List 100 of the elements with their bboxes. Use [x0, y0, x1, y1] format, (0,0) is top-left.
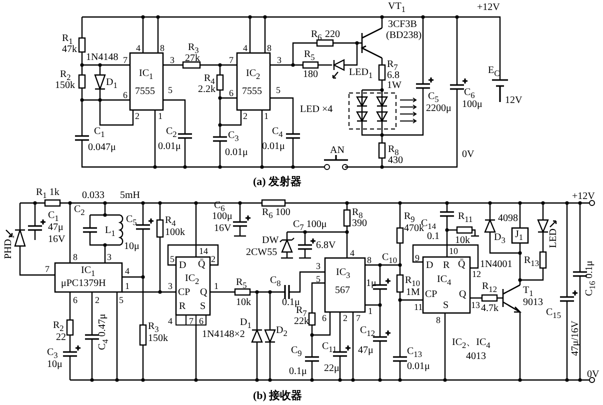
value-label: 1N4001 [480, 260, 512, 270]
component-label: R$_{4}$ [165, 216, 176, 228]
value-label: 47k [62, 45, 77, 55]
ic-label: IC$_{1}$ [81, 266, 96, 278]
pin-number: 1 [158, 112, 162, 121]
component-label: C$_{5}$ [428, 92, 439, 104]
value-label: 0.1 [427, 232, 440, 242]
component-label: C$_{2}$ [74, 205, 85, 218]
component-label: C$_{7}$ 100μ [293, 220, 327, 232]
pin-number: 6 [229, 89, 234, 98]
pin-number: 5 [168, 86, 172, 95]
component-label: L$_{1}$ [105, 226, 116, 238]
pin-number: 8 [436, 316, 440, 325]
value-label: 0.1μ [282, 298, 300, 308]
value-label: 22k [294, 317, 309, 327]
value-label: 100μ [212, 212, 232, 222]
pin-number: 7 [45, 265, 50, 274]
pin-function: S [443, 301, 449, 311]
pin-function: Q [459, 290, 466, 300]
pin-number: 1 [214, 282, 218, 291]
component-label: R$_{5}$ [236, 278, 247, 290]
pin-number: 13 [471, 301, 480, 310]
component-label: R$_{3}$ [188, 43, 199, 55]
component-label: R$_{13}$ [524, 256, 539, 268]
value-label: 0.01μ [225, 148, 248, 158]
pin-number: 2 [343, 314, 348, 323]
value-label: 9013 [523, 298, 543, 308]
value-label: 150k [55, 81, 75, 91]
pin-function: Q [200, 288, 208, 298]
component-label: C$_{6}$ [464, 88, 475, 100]
pin-number: 8 [267, 44, 272, 53]
pin-number: 2 [135, 112, 140, 121]
pin-function: R [179, 302, 186, 312]
value-label: 2200μ [426, 104, 452, 114]
component-label: E$_{C}$ [488, 66, 500, 78]
value-label: 100k [165, 228, 185, 238]
pin-function: D [179, 261, 186, 271]
value-label: 0.01μ [158, 142, 181, 152]
ic-label: μPC1379H [61, 279, 106, 289]
value-label: 10μ [47, 360, 62, 370]
pin-function: CP [178, 288, 190, 298]
component-label: C$_{12}$ [360, 326, 375, 338]
value-label: 100μ [462, 100, 482, 110]
pin-number: 6 [199, 317, 204, 326]
component-label: VT$_{1}$ [388, 2, 406, 14]
value-label: 0.01μ [407, 362, 430, 372]
value-label: 0.033 [82, 191, 104, 201]
component-label: R$_{1}$ [62, 34, 73, 46]
pin-number: 4 [350, 249, 354, 258]
pin-function: S [200, 302, 206, 312]
pin-number: 1 [368, 307, 372, 316]
pin-number: 6 [73, 296, 78, 305]
component-label: C$_{2}$ [166, 127, 177, 140]
component-label: C$_{5}$ [126, 215, 137, 228]
value-label: 2CW55 [246, 248, 278, 258]
pin-number: 3 [170, 56, 174, 65]
value-label: 0.047μ [88, 143, 116, 153]
component-label: R$_{2}$ [60, 70, 71, 82]
value-label: 390 [352, 219, 367, 229]
pin-number: 9 [415, 254, 420, 263]
pin-number: 10 [449, 247, 458, 256]
component-label: R$_{6}$ 100 [262, 208, 290, 220]
value-label: 5mH [120, 191, 140, 201]
value-label: 47μ [358, 346, 374, 356]
component-label: R$_{4}$ [204, 74, 215, 86]
value-label: 22μ [324, 364, 340, 374]
component-label: R$_{8}$ [352, 208, 363, 220]
value-label: 10μ [124, 242, 140, 252]
value-label: 430 [388, 156, 403, 166]
pin-number: 7 [123, 56, 128, 65]
component-label: C$_{4}$ [272, 127, 283, 140]
pin-number: 11 [414, 303, 423, 312]
component-label: C$_{13}$ [407, 347, 422, 360]
ic-label: IC$_{1}$ [139, 69, 154, 82]
pin-number: 7 [189, 317, 194, 326]
component-label: R$_{7}$ [296, 306, 307, 318]
component-label: C$_{8}$ [270, 276, 281, 288]
pin-number: 8 [367, 256, 372, 265]
component-label: R$_{7}$ [387, 60, 398, 72]
value-label: 4.7k [481, 304, 498, 314]
ic-label: 7555 [135, 87, 155, 97]
pin-number: 1 [264, 112, 268, 121]
pin-number: 5 [316, 275, 320, 284]
component-label: R$_{10}$ [405, 276, 420, 288]
component-label: C$_{3}$ [47, 348, 58, 360]
component-label: C$_{1}$ [94, 127, 105, 140]
value-label: 220 [325, 30, 340, 40]
value-label: 47μ [48, 223, 64, 233]
component-label: C$_{15}$ [546, 308, 561, 320]
pin-number: 4 [125, 267, 130, 276]
component-label: AN [330, 146, 344, 156]
pin-number: 8 [160, 44, 164, 53]
value-label: 180 [303, 70, 318, 80]
pin-number: 3 [168, 282, 172, 291]
component-label: D$_{1}$ [106, 78, 118, 90]
note-text: IC$_{2}$、IC$_{4}$ [452, 338, 490, 350]
pin-number: 3 [277, 56, 282, 65]
pin-number: 5 [119, 296, 124, 305]
rail-label: +12V [572, 192, 595, 202]
pin-number: 2 [243, 112, 248, 121]
